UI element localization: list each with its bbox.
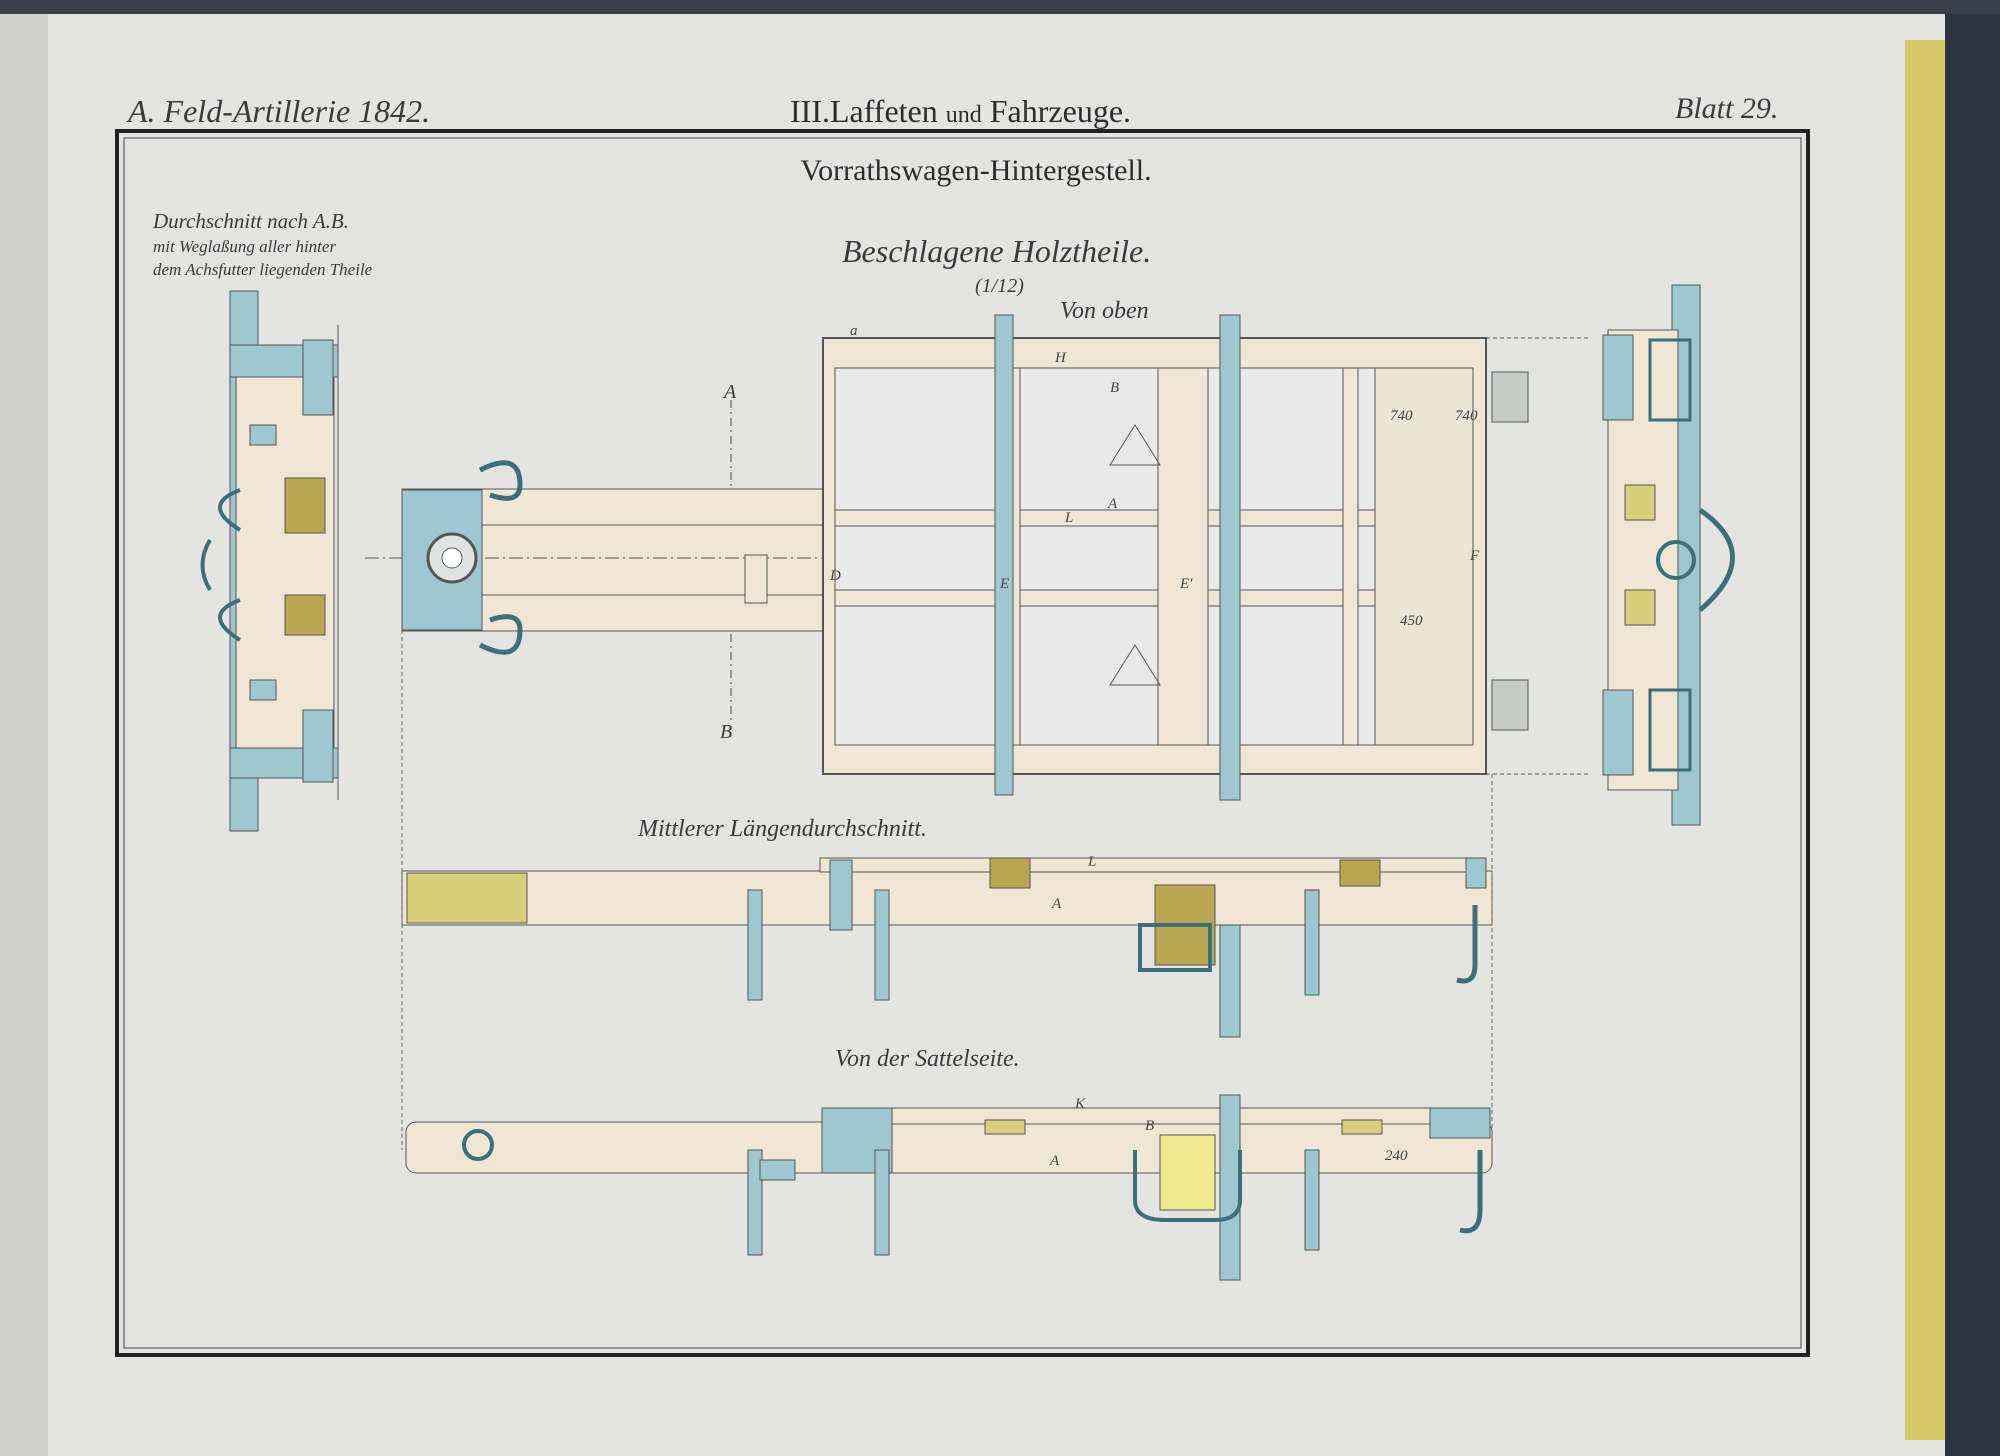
dimension-label: 240 <box>1385 1148 1408 1164</box>
part-label: A <box>1107 496 1118 512</box>
part-label: L <box>1087 854 1096 870</box>
view-main-title: Beschlagene Holztheile. <box>842 233 1151 269</box>
cross-section-ab <box>200 290 339 832</box>
longitudinal-section <box>401 857 1493 1038</box>
section-mark-b: B <box>720 721 732 743</box>
plate-title: Vorrathswagen-Hintergestell. <box>800 154 1151 187</box>
top-view <box>365 314 1590 801</box>
header-left: A. Feld-Artillerie 1842. <box>126 93 430 129</box>
view-label-side: Von der Sattelseite. <box>835 1046 1020 1072</box>
part-label: L <box>1064 510 1073 526</box>
view-label-longitudinal: Mittlerer Längendurchschnitt. <box>637 816 927 842</box>
part-label: F <box>1469 548 1480 564</box>
dimension-label: 740 <box>1390 408 1413 424</box>
part-label: a <box>850 323 858 339</box>
part-label: E' <box>1179 576 1193 592</box>
binding-shadow <box>0 0 48 1456</box>
view-scale: (1/12) <box>975 275 1024 297</box>
part-label: K <box>1074 1096 1086 1112</box>
caption-line-1: Durchschnitt nach A.B. <box>152 209 349 233</box>
view-label-top: Von oben <box>1060 298 1149 324</box>
part-label: E <box>999 576 1009 592</box>
caption-line-3: dem Achsfutter liegenden Theile <box>153 260 373 279</box>
plate-frame <box>115 129 1810 1357</box>
top-cover <box>0 0 2000 14</box>
plate-inner-frame <box>123 137 1802 1349</box>
caption-line-2: mit Weglaßung aller hinter <box>153 237 336 256</box>
part-label: D <box>829 568 841 584</box>
dimension-label: 740 <box>1455 408 1478 424</box>
part-label: A <box>1051 896 1062 912</box>
part-label: B <box>1110 380 1119 396</box>
side-view <box>405 1094 1493 1281</box>
section-mark-a: A <box>722 381 737 403</box>
book-cover <box>1945 0 2000 1456</box>
rear-view <box>1602 284 1735 826</box>
part-label: B <box>1145 1118 1154 1134</box>
header-right: Blatt 29. <box>1675 92 1778 125</box>
dimension-label: 450 <box>1400 613 1423 629</box>
part-label: A <box>1049 1153 1060 1169</box>
page-edges <box>1905 40 1945 1440</box>
part-label: H <box>1054 350 1067 366</box>
